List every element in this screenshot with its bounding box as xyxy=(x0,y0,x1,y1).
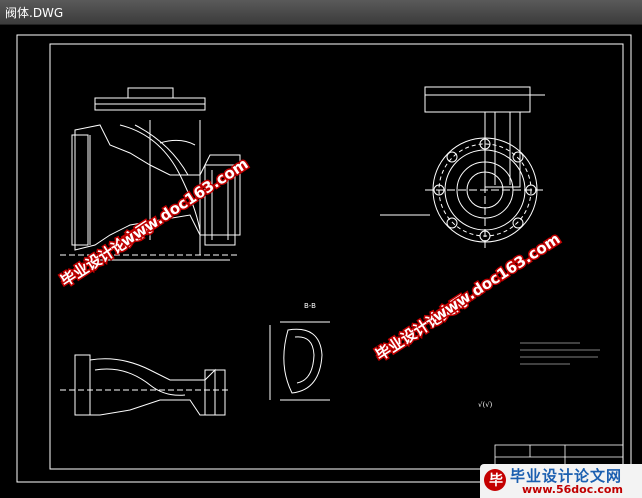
section-label: B-B xyxy=(304,302,316,310)
technical-notes xyxy=(520,342,600,365)
surface-roughness-note: √(√) xyxy=(478,401,493,409)
side-view xyxy=(380,86,545,250)
watermark-url-2: www.doc163.com xyxy=(428,228,565,327)
outer-frame xyxy=(16,34,632,483)
front-view xyxy=(60,87,241,261)
window-title: 阀体.DWG xyxy=(5,6,64,20)
logo-name: 毕业设计论文网 xyxy=(510,467,623,485)
title-bar: 阀体.DWG xyxy=(0,0,642,25)
logo-url: www.56doc.com xyxy=(522,483,623,496)
inner-frame xyxy=(49,43,624,470)
drawing-canvas[interactable]: B-B √(√) 毕业设计论文网 www.doc163.com 毕业设计论文网 … xyxy=(0,25,642,498)
logo-icon: 毕 xyxy=(484,469,506,491)
site-logo: 毕 毕业设计论文网 www.56doc.com xyxy=(480,464,642,498)
section-bb xyxy=(269,321,330,401)
svg-text:www.doc163.com: www.doc163.com xyxy=(429,230,563,326)
cad-drawing: B-B √(√) 毕业设计论文网 www.doc163.com 毕业设计论文网 … xyxy=(16,34,632,483)
bottom-view xyxy=(60,354,230,416)
